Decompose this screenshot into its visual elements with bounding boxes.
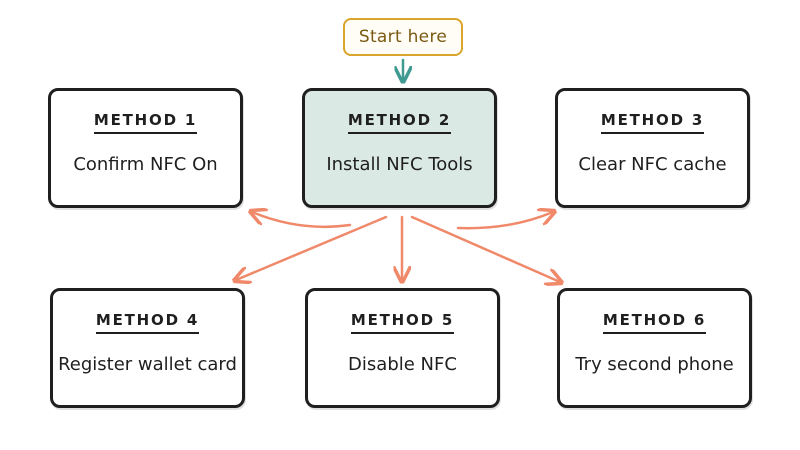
arrow-to-method-3 — [456, 212, 553, 230]
method-title: Clear NFC cache — [578, 154, 727, 175]
arrow-to-method-1 — [252, 212, 352, 229]
method-card-2: METHOD 2 Install NFC Tools — [302, 88, 497, 208]
method-title: Try second phone — [575, 354, 734, 375]
method-heading: METHOD 2 — [347, 111, 452, 134]
method-card-3: METHOD 3 Clear NFC cache — [555, 88, 750, 208]
arrow-to-method-4 — [236, 215, 388, 280]
method-heading: METHOD 1 — [93, 111, 198, 134]
method-card-5: METHOD 5 Disable NFC — [305, 288, 500, 408]
method-title: Install NFC Tools — [326, 154, 473, 175]
method-title: Register wallet card — [58, 354, 237, 375]
method-card-4: METHOD 4 Register wallet card — [50, 288, 245, 408]
method-title: Confirm NFC On — [73, 154, 218, 175]
method-card-6: METHOD 6 Try second phone — [557, 288, 752, 408]
method-card-1: METHOD 1 Confirm NFC On — [48, 88, 243, 208]
start-here-label: Start here — [358, 27, 448, 47]
method-heading: METHOD 5 — [350, 311, 455, 334]
start-here-badge: Start here — [343, 18, 463, 56]
method-title: Disable NFC — [348, 354, 457, 375]
arrow-to-method-6 — [410, 215, 560, 282]
method-heading: METHOD 3 — [600, 111, 705, 134]
method-heading: METHOD 6 — [602, 311, 707, 334]
method-heading: METHOD 4 — [95, 311, 200, 334]
